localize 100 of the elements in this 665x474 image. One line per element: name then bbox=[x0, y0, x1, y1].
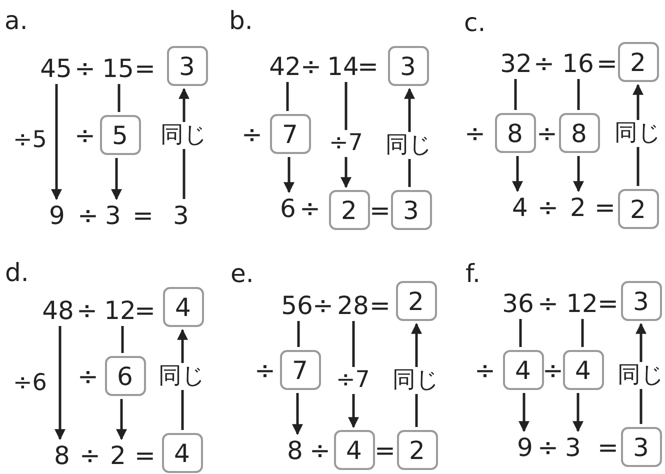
number: 8 bbox=[52, 442, 72, 468]
answer-box: 7 bbox=[280, 350, 320, 390]
operator-sign: ÷ bbox=[242, 122, 262, 146]
operator-sign: = bbox=[134, 56, 156, 80]
connector-line bbox=[121, 326, 124, 353]
answer-box: 5 bbox=[100, 115, 140, 155]
arrow bbox=[111, 158, 122, 200]
connector-line bbox=[514, 79, 517, 110]
answer-box: 4 bbox=[162, 287, 204, 327]
number: 3 bbox=[564, 434, 582, 460]
connector-line bbox=[297, 321, 300, 347]
number: 45 bbox=[39, 55, 73, 81]
connector-line bbox=[577, 79, 580, 110]
answer-box: 4 bbox=[334, 430, 374, 470]
number: 2 bbox=[568, 194, 588, 220]
connector-line bbox=[519, 319, 522, 347]
answer-box: 4 bbox=[562, 350, 604, 390]
number: 14 bbox=[326, 53, 360, 79]
operator-sign: ÷ bbox=[300, 196, 320, 220]
number: 48 bbox=[41, 297, 75, 323]
arrow bbox=[54, 326, 66, 440]
operator-sign: = bbox=[132, 202, 154, 228]
number: 16 bbox=[561, 50, 595, 76]
number: 6 bbox=[278, 195, 298, 221]
operator-sign: ÷ bbox=[76, 298, 98, 322]
operator-sign: ÷ bbox=[78, 202, 98, 228]
arrow bbox=[512, 156, 523, 192]
connector-line bbox=[286, 82, 289, 111]
answer-box: 3 bbox=[390, 190, 432, 230]
operator-sign: = bbox=[358, 54, 378, 78]
answer-box: 2 bbox=[396, 281, 436, 321]
answer-box: 2 bbox=[328, 190, 370, 230]
operator-sign: = bbox=[370, 198, 390, 222]
arrow bbox=[51, 84, 62, 200]
answer-box: 8 bbox=[558, 113, 600, 153]
answer-box: 3 bbox=[166, 46, 208, 86]
operator-sign: = bbox=[596, 50, 618, 76]
panel-letter: b. bbox=[229, 8, 253, 32]
arrow bbox=[284, 157, 294, 194]
operator-sign: ÷ bbox=[80, 442, 100, 468]
number: 42 bbox=[268, 53, 302, 79]
number: 32 bbox=[499, 50, 533, 76]
operator-sign: = bbox=[134, 442, 156, 468]
operator-sign: ÷ bbox=[464, 120, 486, 146]
operator-sign: ÷ bbox=[542, 358, 564, 382]
arrow bbox=[518, 393, 530, 432]
number: 9 bbox=[48, 202, 66, 228]
number: 4 bbox=[510, 194, 530, 220]
operator-sign: ÷ bbox=[474, 358, 496, 382]
number: 15 bbox=[101, 55, 135, 81]
operator-sign: ÷ bbox=[254, 358, 276, 382]
operator-sign: ÷ bbox=[310, 438, 330, 462]
panel-letter: c. bbox=[464, 10, 486, 34]
answer-box: 2 bbox=[396, 430, 438, 470]
number: 36 bbox=[501, 290, 535, 316]
number: 3 bbox=[172, 202, 190, 228]
edge-label: ÷7 bbox=[335, 366, 371, 394]
operator-sign: ÷ bbox=[534, 50, 554, 76]
number: 12 bbox=[103, 297, 137, 323]
operator-sign: ÷ bbox=[538, 290, 558, 316]
panel-letter: d. bbox=[5, 260, 29, 284]
answer-box: 7 bbox=[270, 114, 310, 154]
number: 56 bbox=[280, 292, 314, 318]
arrow bbox=[116, 399, 127, 440]
operator-sign: ÷ bbox=[312, 292, 334, 318]
panel-letter: e. bbox=[230, 260, 254, 286]
number: 9 bbox=[516, 434, 534, 460]
panel-letter: a. bbox=[4, 8, 28, 32]
operator-sign: ÷ bbox=[536, 120, 558, 146]
answer-box: 8 bbox=[494, 113, 536, 153]
arrow bbox=[573, 156, 584, 192]
operator-sign: ÷ bbox=[74, 56, 96, 80]
number: 28 bbox=[336, 292, 370, 318]
operator-sign: ÷ bbox=[538, 194, 558, 220]
arrow bbox=[572, 393, 584, 432]
answer-box: 2 bbox=[618, 189, 658, 229]
operator-sign: ÷ bbox=[300, 54, 322, 78]
connector-line bbox=[118, 84, 120, 112]
operator-sign: = bbox=[594, 194, 616, 220]
panel-letter: f. bbox=[466, 260, 480, 286]
operator-sign: = bbox=[598, 434, 618, 460]
answer-box: 4 bbox=[162, 433, 202, 473]
operator-sign: ÷ bbox=[74, 122, 96, 148]
answer-box: 2 bbox=[618, 42, 658, 82]
connector-line bbox=[581, 319, 584, 347]
answer-box: 3 bbox=[620, 281, 662, 321]
answer-box: 3 bbox=[620, 427, 662, 467]
answer-box: 6 bbox=[104, 356, 146, 396]
number: 3 bbox=[104, 202, 122, 228]
number: 2 bbox=[108, 442, 128, 468]
operator-sign: = bbox=[134, 298, 156, 322]
answer-box: 3 bbox=[388, 46, 428, 86]
operator-sign: ÷ bbox=[78, 364, 98, 388]
operator-sign: = bbox=[374, 438, 396, 462]
number: 12 bbox=[565, 290, 599, 316]
operator-sign: ÷ bbox=[538, 434, 558, 460]
arrow bbox=[292, 393, 303, 436]
operator-sign: = bbox=[598, 290, 618, 316]
number: 8 bbox=[286, 437, 304, 463]
operator-sign: = bbox=[370, 292, 390, 318]
